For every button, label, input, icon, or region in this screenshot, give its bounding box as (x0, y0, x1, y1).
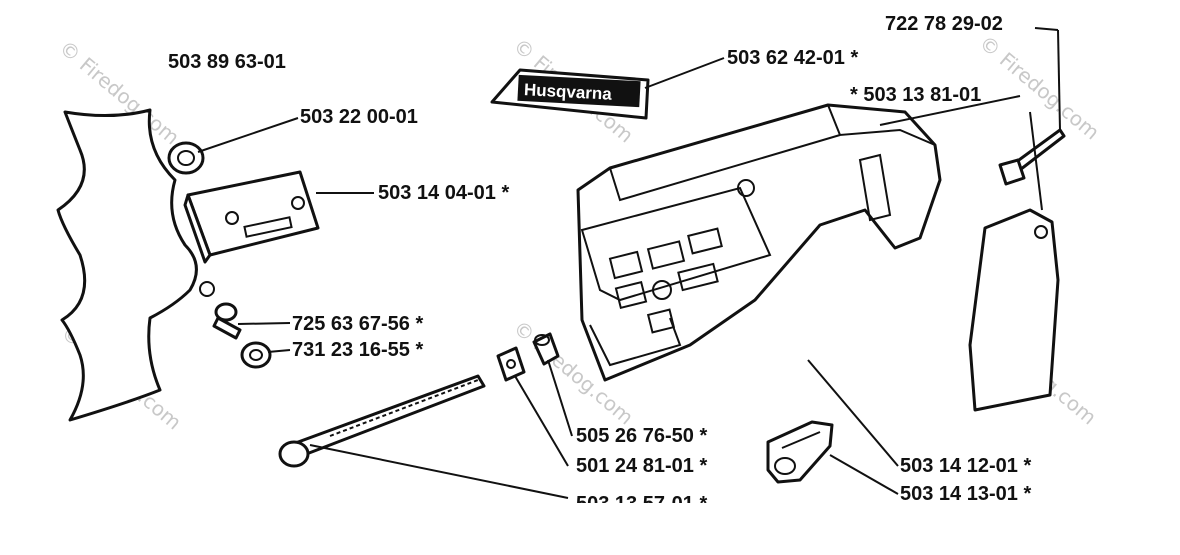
part-label: 503 89 63-01 (168, 51, 286, 73)
sprocket-outline (56, 108, 198, 422)
husqvarna-decal: Husqvarna (490, 68, 650, 120)
decal-logo-text: Husqvarna (523, 80, 612, 104)
adjust-screw (212, 302, 242, 340)
part-label: 722 78 29-02 (885, 13, 1003, 35)
tension-pin (532, 332, 560, 366)
leader-lines (197, 27, 1061, 499)
washer (496, 346, 526, 382)
part-label: 731 23 16-55 * (292, 339, 423, 361)
clutch-cover (576, 103, 942, 382)
part-label: 505 26 76-50 * (576, 425, 707, 447)
chain-catcher (766, 420, 834, 484)
tension-nut (240, 341, 272, 369)
tensioner-screw (278, 374, 486, 468)
part-label: * 503 13 81-01 (850, 84, 981, 106)
part-label: 503 14 13-01 * (900, 483, 1031, 505)
sprocket-hole (199, 281, 215, 297)
part-label: 503 14 12-01 * (900, 455, 1031, 477)
part-label: 503 22 00-01 (300, 106, 418, 128)
cover-bolt (998, 128, 1066, 186)
bar-plate (183, 170, 320, 264)
chain-guard-plate (968, 208, 1060, 412)
crop-mask (560, 503, 760, 513)
part-label: 501 24 81-01 * (576, 455, 707, 477)
part-label: 503 62 42-01 * (727, 47, 858, 69)
part-label: 725 63 67-56 * (292, 313, 423, 335)
part-label: 503 14 04-01 * (378, 182, 509, 204)
watermark: © Firedog.com (975, 30, 1104, 144)
bar-nut (167, 141, 205, 175)
